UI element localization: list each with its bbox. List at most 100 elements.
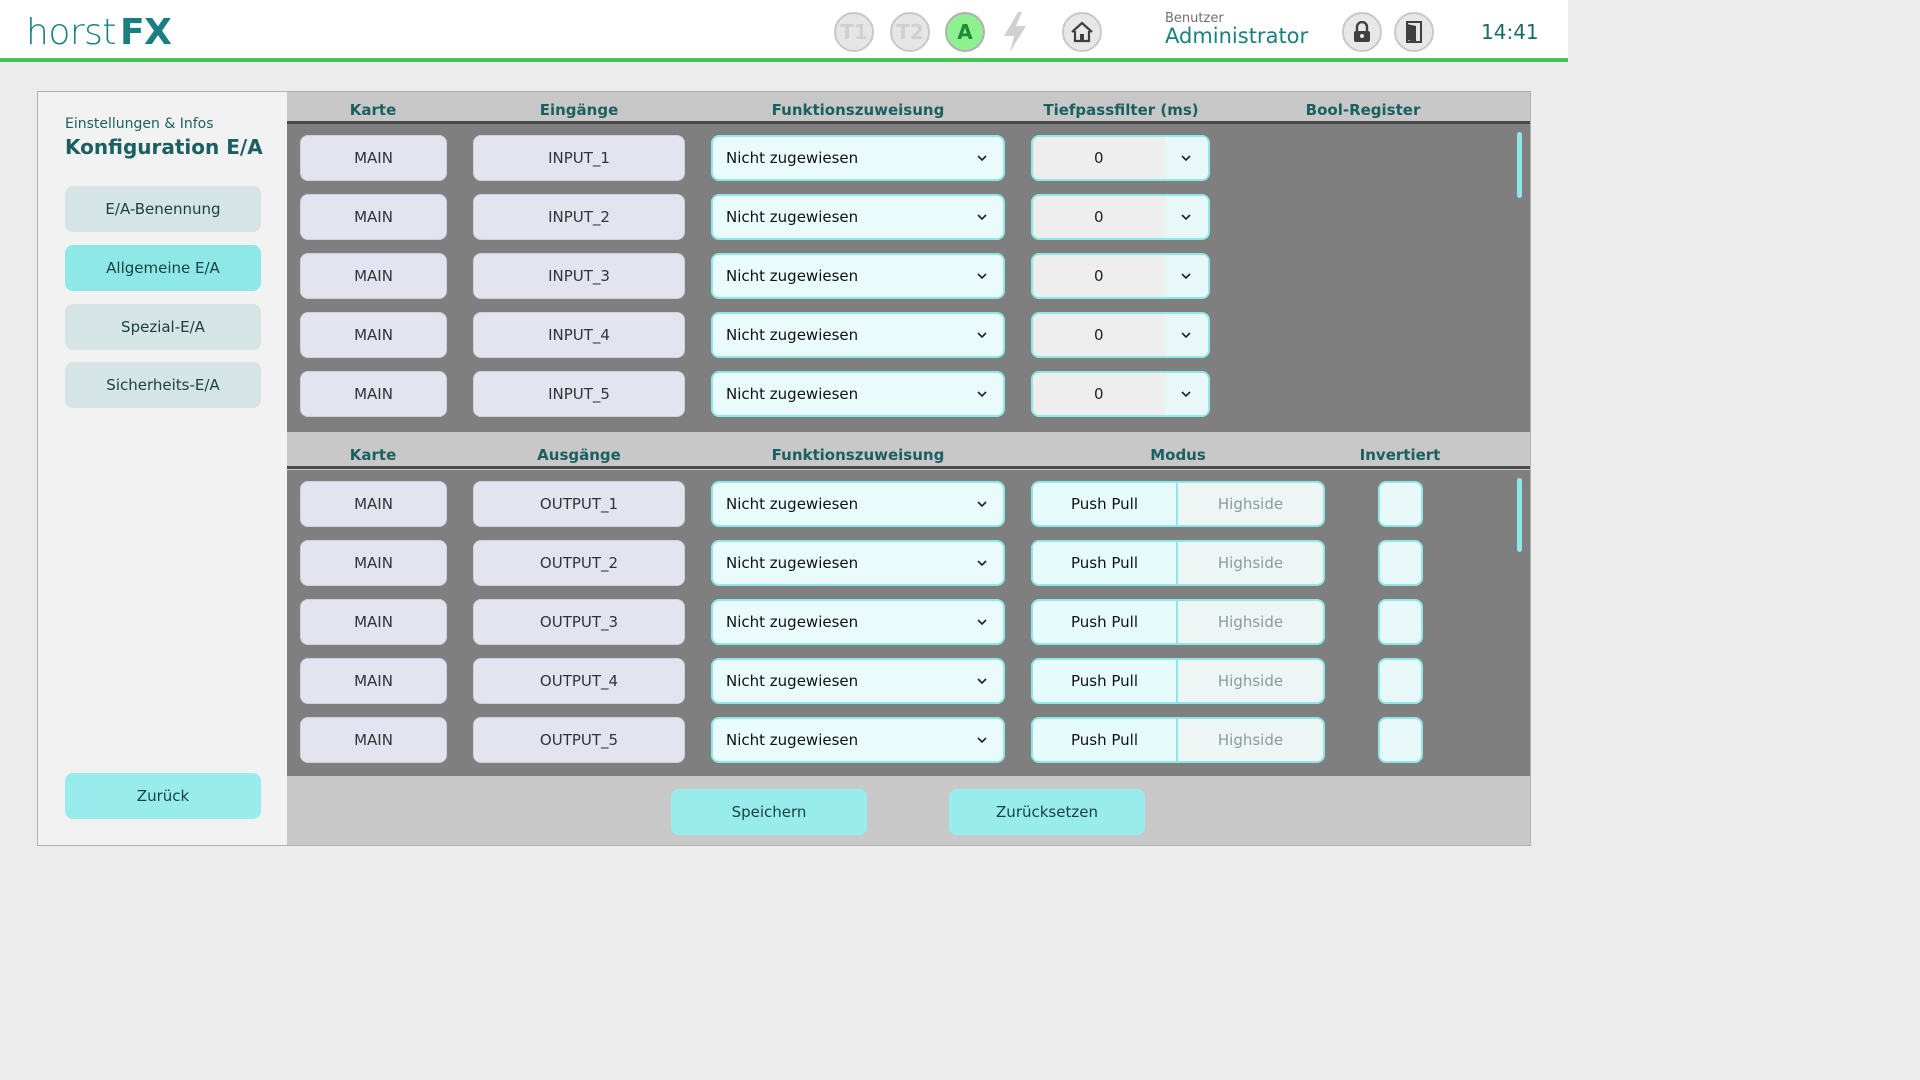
mode-highside-button[interactable]: Highside [1217,613,1284,631]
lock-icon [1354,21,1370,42]
lowpass-filter-select[interactable]: 0 [1031,194,1210,240]
chevron-down-icon [977,155,987,162]
output-card-cell: MAIN [300,540,447,586]
mode-push-pull-button[interactable]: Push Pull [1033,542,1178,584]
mode-push-pull-button[interactable]: Push Pull [1033,601,1178,643]
chevron-down-icon [977,737,987,744]
config-panel: Einstellungen & Infos Konfiguration E/A … [37,91,1531,846]
chevron-down-icon [977,214,987,221]
mode-highside-button[interactable]: Highside [1217,554,1284,572]
input-card-cell: MAIN [300,312,447,358]
mode-highside-button[interactable]: Highside [1217,495,1284,513]
output-card-cell: MAIN [300,658,447,704]
chevron-down-icon [977,332,987,339]
input-name-cell: INPUT_3 [473,253,685,299]
lock-button[interactable] [1342,12,1382,52]
select-value: Nicht zugewiesen [726,149,859,167]
mode-toggle: Push Pull Highside [1031,658,1325,704]
mode-push-pull-button[interactable]: Push Pull [1033,719,1178,761]
chevron-down-icon [1181,273,1191,280]
input-function-select[interactable]: Nicht zugewiesen [711,371,1005,417]
sidebar-item-general-io[interactable]: Allgemeine E/A [65,245,261,291]
sidebar: Einstellungen & Infos Konfiguration E/A … [38,92,287,845]
select-value: Nicht zugewiesen [726,208,859,226]
sidebar-item-safety-io[interactable]: Sicherheits-E/A [65,362,261,408]
filter-value: 0 [1093,385,1104,403]
input-card-cell: MAIN [300,253,447,299]
output-function-select[interactable]: Nicht zugewiesen [711,658,1005,704]
inverted-checkbox[interactable] [1378,599,1423,645]
input-function-select[interactable]: Nicht zugewiesen [711,253,1005,299]
home-icon [1071,21,1093,43]
inverted-checkbox[interactable] [1378,540,1423,586]
lowpass-filter-select[interactable]: 0 [1031,253,1210,299]
mode-highside-button[interactable]: Highside [1217,672,1284,690]
output-function-select[interactable]: Nicht zugewiesen [711,599,1005,645]
page-title: Konfiguration E/A [65,135,263,159]
inputs-scrollbar[interactable] [1517,132,1522,198]
output-card-cell: MAIN [300,599,447,645]
input-card-cell: MAIN [300,194,447,240]
user-name[interactable]: Administrator [1165,24,1309,48]
sidebar-item-io-naming[interactable]: E/A-Benennung [65,186,261,232]
filter-value: 0 [1093,149,1104,167]
input-name-cell: INPUT_2 [473,194,685,240]
output-name-cell: OUTPUT_2 [473,540,685,586]
user-label: Benutzer [1165,11,1224,26]
t2-mode-button[interactable]: T2 [890,12,930,52]
sidebar-subtitle: Einstellungen & Infos [65,116,214,132]
input-function-select[interactable]: Nicht zugewiesen [711,312,1005,358]
chevron-down-icon [977,273,987,280]
output-name-cell: OUTPUT_4 [473,658,685,704]
outputs-table: MAIN OUTPUT_1 Nicht zugewiesen Push Pull… [287,470,1530,776]
output-function-select[interactable]: Nicht zugewiesen [711,540,1005,586]
input-function-select[interactable]: Nicht zugewiesen [711,135,1005,181]
inverted-checkbox[interactable] [1378,717,1423,763]
mode-toggle: Push Pull Highside [1031,481,1325,527]
output-function-select[interactable]: Nicht zugewiesen [711,481,1005,527]
inverted-checkbox[interactable] [1378,658,1423,704]
input-name-cell: INPUT_1 [473,135,685,181]
inverted-checkbox[interactable] [1378,481,1423,527]
home-button[interactable] [1062,12,1102,52]
col-header-card: Karte [349,101,397,119]
io-content: Karte Eingänge Funktionszuweisung Tiefpa… [287,92,1530,845]
col-header-lowpass: Tiefpassfilter (ms) [1043,101,1199,119]
save-button[interactable]: Speichern [671,789,867,835]
outputs-header: Karte Ausgänge Funktionszuweisung Modus … [287,437,1530,469]
chevron-down-icon [1181,391,1191,398]
input-card-cell: MAIN [300,371,447,417]
logo-text-bold: FX [120,12,172,53]
lowpass-filter-select[interactable]: 0 [1031,135,1210,181]
lightning-icon[interactable] [1000,10,1030,54]
select-value: Nicht zugewiesen [726,326,859,344]
output-name-cell: OUTPUT_5 [473,717,685,763]
mode-toggle: Push Pull Highside [1031,599,1325,645]
reset-button[interactable]: Zurücksetzen [949,789,1145,835]
filter-value: 0 [1093,326,1104,344]
select-value: Nicht zugewiesen [726,613,859,631]
back-button[interactable]: Zurück [65,773,261,819]
mode-toggle: Push Pull Highside [1031,717,1325,763]
lowpass-filter-select[interactable]: 0 [1031,312,1210,358]
outputs-scrollbar[interactable] [1517,478,1522,552]
lowpass-filter-select[interactable]: 0 [1031,371,1210,417]
chevron-down-icon [1181,214,1191,221]
output-function-select[interactable]: Nicht zugewiesen [711,717,1005,763]
logout-button[interactable] [1394,12,1434,52]
mode-highside-button[interactable]: Highside [1217,731,1284,749]
auto-mode-button[interactable]: A [945,12,985,52]
chevron-down-icon [1181,155,1191,162]
input-function-select[interactable]: Nicht zugewiesen [711,194,1005,240]
col-header-inverted: Invertiert [1359,446,1441,464]
mode-toggle: Push Pull Highside [1031,540,1325,586]
sidebar-item-special-io[interactable]: Spezial-E/A [65,304,261,350]
mode-push-pull-button[interactable]: Push Pull [1033,483,1178,525]
mode-push-pull-button[interactable]: Push Pull [1033,660,1178,702]
output-name-cell: OUTPUT_3 [473,599,685,645]
select-value: Nicht zugewiesen [726,554,859,572]
filter-value: 0 [1093,208,1104,226]
col-header-card: Karte [349,446,397,464]
t1-mode-button[interactable]: T1 [834,12,874,52]
